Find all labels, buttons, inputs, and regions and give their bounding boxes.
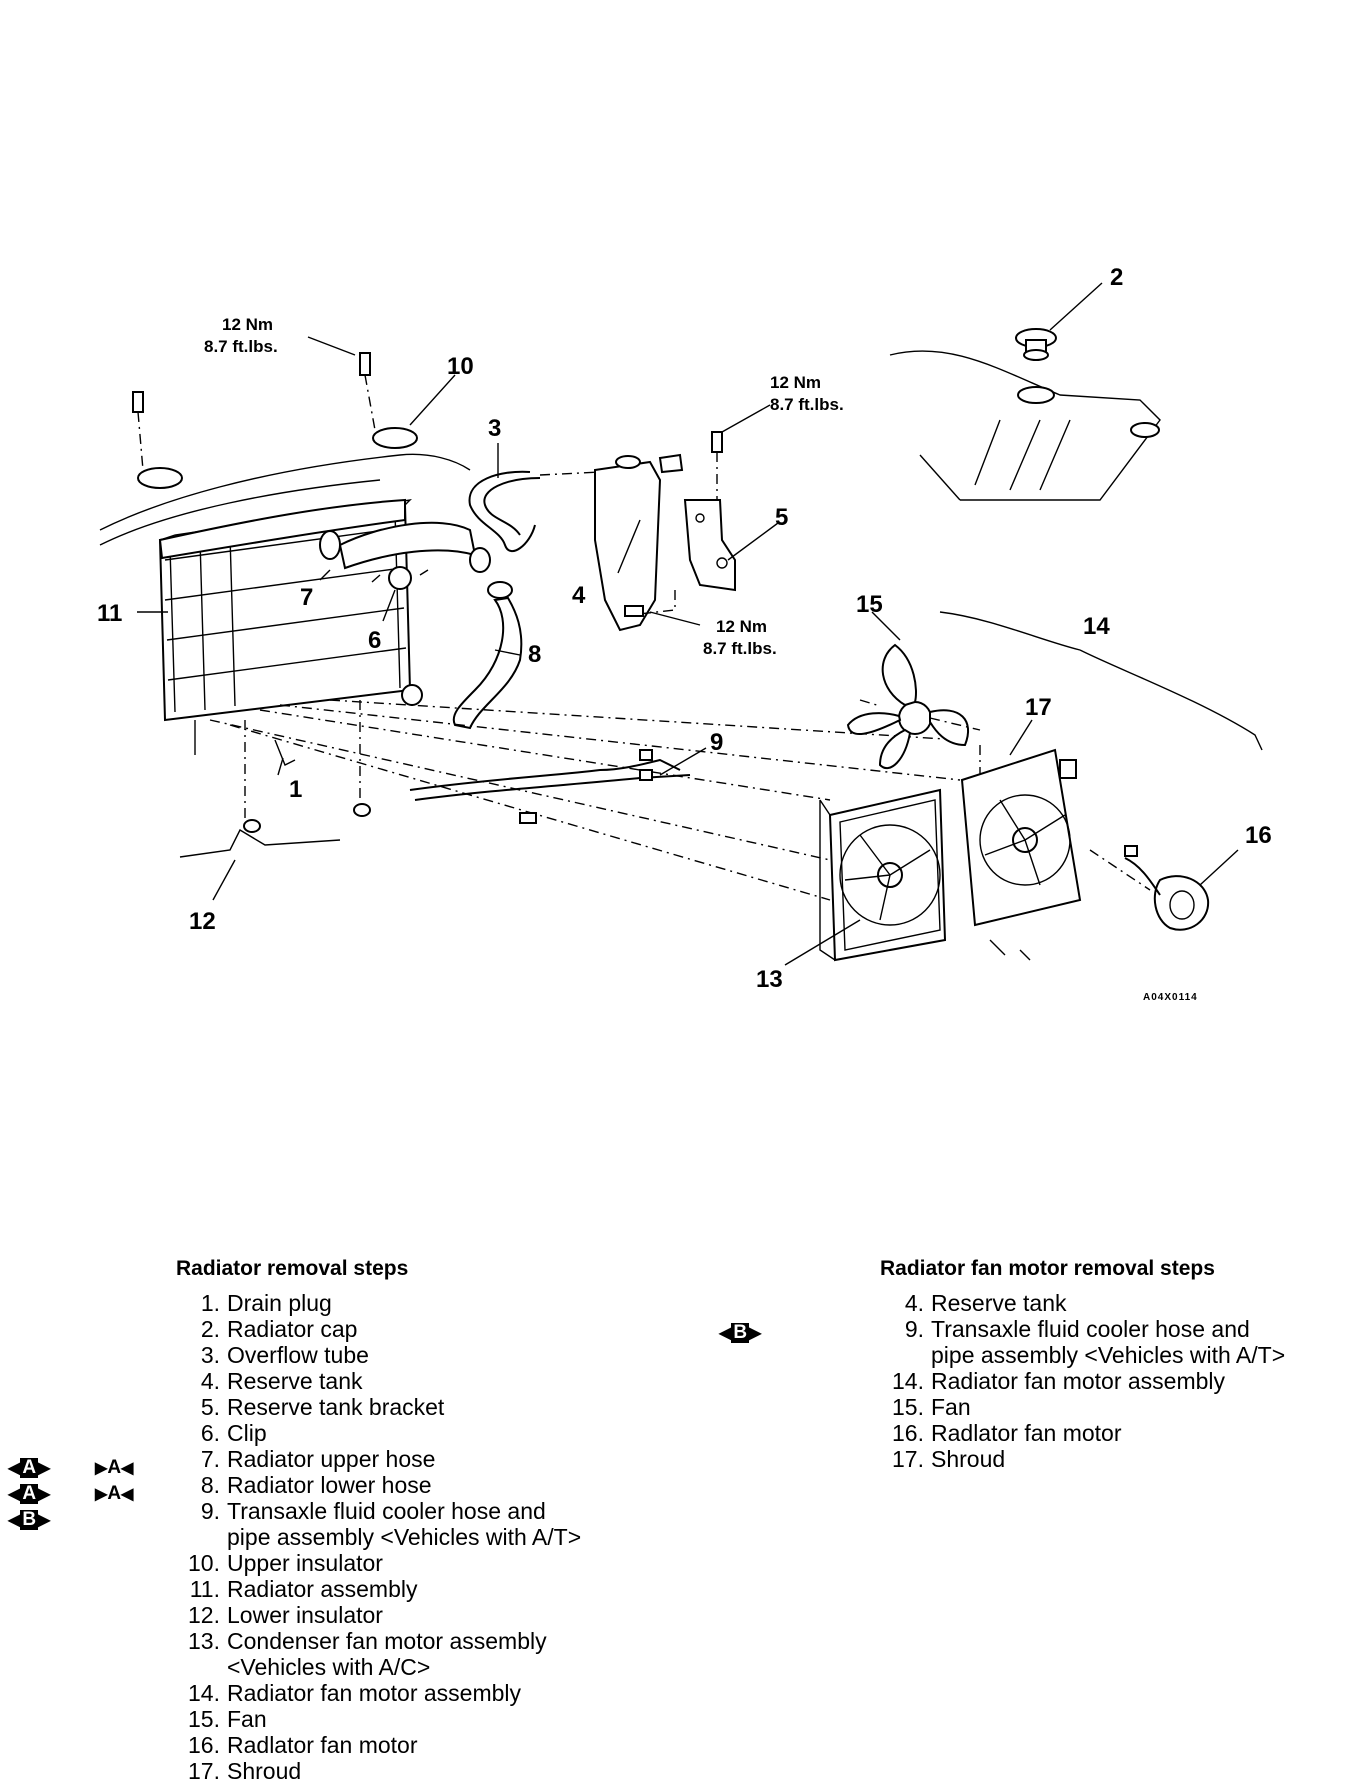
radiator-lower-hose xyxy=(452,581,523,730)
list-item-continuation: pipe assembly <Vehicles with A/T> xyxy=(227,1524,582,1550)
reserve-tank xyxy=(594,453,684,632)
mark-letter: A xyxy=(107,1483,122,1504)
list-item: 16.Radlator fan motor xyxy=(188,1732,418,1758)
mark-letter: A xyxy=(107,1457,122,1478)
list-item: 13.Condenser fan motor assembly xyxy=(188,1628,547,1654)
upper-insulators xyxy=(137,427,418,489)
torque-3-ftlbs: 8.7 ft.lbs. xyxy=(703,639,777,658)
callout-13: 13 xyxy=(756,966,783,993)
list-item: 5.Reserve tank bracket xyxy=(200,1394,445,1420)
torque-specs: 12 Nm 8.7 ft.lbs. 12 Nm 8.7 ft.lbs. 12 N… xyxy=(204,315,844,658)
callout-4: 4 xyxy=(572,582,586,609)
list-item-continuation: <Vehicles with A/C> xyxy=(227,1654,431,1680)
reserve-tank-bracket xyxy=(624,499,736,617)
torque-2-nm: 12 Nm xyxy=(770,373,821,392)
list-item: 16.Radlator fan motor xyxy=(892,1420,1122,1446)
drain-plug xyxy=(244,700,361,820)
fan-steps-list: 4.Reserve tank 9.Transaxle fluid cooler … xyxy=(880,1290,1285,1472)
radiator-exploded-diagram: 1 2 3 4 5 6 7 8 9 10 11 12 13 14 15 16 1… xyxy=(97,264,1272,1003)
mark-letter: A xyxy=(20,1483,39,1504)
callout-15: 15 xyxy=(856,591,883,618)
overflow-tube xyxy=(468,469,641,553)
callout-5: 5 xyxy=(775,504,788,531)
list-item: 1.Drain plug xyxy=(200,1290,332,1316)
cap-seat xyxy=(1017,386,1160,438)
fan xyxy=(846,643,981,770)
radiator-steps-title: Radiator removal steps xyxy=(176,1257,409,1280)
callout-8: 8 xyxy=(528,641,541,668)
callout-7: 7 xyxy=(300,584,313,611)
callout-2: 2 xyxy=(1110,264,1123,291)
callout-3: 3 xyxy=(488,415,501,442)
condenser-fan-assembly xyxy=(819,788,947,962)
list-item: 8.Radiator lower hose xyxy=(200,1472,432,1498)
list-item: 14.Radiator fan motor assembly xyxy=(892,1368,1226,1394)
lower-insulator xyxy=(179,803,371,858)
callout-6: 6 xyxy=(368,627,381,654)
list-item: 15.Fan xyxy=(892,1394,971,1420)
callout-labels: 1 2 3 4 5 6 7 8 9 10 11 12 13 14 15 16 1… xyxy=(97,264,1272,993)
list-item: 12.Lower insulator xyxy=(188,1602,383,1628)
list-item: 3.Overflow tube xyxy=(200,1342,369,1368)
fan-motor-removal-steps: Radiator fan motor removal steps 4.Reser… xyxy=(880,1256,1285,1472)
torque-1-ftlbs: 8.7 ft.lbs. xyxy=(204,337,278,356)
list-item: 4.Reserve tank xyxy=(200,1368,363,1394)
list-item: 14.Radiator fan motor assembly xyxy=(188,1680,522,1706)
callout-12: 12 xyxy=(189,908,216,935)
upper-bolts xyxy=(132,352,723,500)
figure-id: A04X0114 xyxy=(1143,992,1198,1003)
assembly-14-bracket xyxy=(939,611,1263,751)
list-item: 17.Shroud xyxy=(892,1446,1006,1472)
callout-1: 1 xyxy=(289,776,302,803)
fan-steps-title: Radiator fan motor removal steps xyxy=(880,1257,1215,1280)
mark-letter: A xyxy=(20,1457,39,1478)
removal-mark-B-fan-row9: ◀B▶ xyxy=(719,1322,762,1343)
list-item: 15.Fan xyxy=(188,1706,267,1732)
removal-mark-B-row9: ◀B▶ xyxy=(8,1509,51,1530)
list-item: 4.Reserve tank xyxy=(904,1290,1067,1316)
list-item-continuation: pipe assembly <Vehicles with A/T> xyxy=(931,1342,1286,1368)
shroud xyxy=(960,748,1082,927)
radiator-fan-motor xyxy=(989,845,1210,961)
install-mark-A-row7: ▶A◀ xyxy=(95,1457,134,1478)
callout-11: 11 xyxy=(97,600,122,627)
removal-mark-A-row8: ◀A▶ xyxy=(8,1483,51,1504)
callout-9: 9 xyxy=(710,729,723,756)
list-item: 11.Radiator assembly xyxy=(189,1576,418,1602)
list-item: 10.Upper insulator xyxy=(188,1550,383,1576)
torque-1-nm: 12 Nm xyxy=(222,315,273,334)
callout-16: 16 xyxy=(1245,822,1272,849)
list-item: 2.Radiator cap xyxy=(200,1316,358,1342)
torque-3-nm: 12 Nm xyxy=(716,617,767,636)
leader-lines xyxy=(137,282,1239,966)
callout-10: 10 xyxy=(447,353,474,380)
callout-17: 17 xyxy=(1025,694,1052,721)
list-item: 9.Transaxle fluid cooler hose and xyxy=(200,1498,546,1524)
callout-14: 14 xyxy=(1083,613,1110,640)
list-item: 17.Shroud xyxy=(188,1758,302,1784)
transaxle-cooler-hose xyxy=(409,749,691,824)
radiator-cap xyxy=(1015,328,1057,361)
vehicle-body-outline xyxy=(99,350,1161,546)
removal-mark-A-row7: ◀A▶ xyxy=(8,1457,51,1478)
list-item: 7.Radiator upper hose xyxy=(200,1446,436,1472)
mark-letter: B xyxy=(731,1322,750,1343)
radiator-upper-hose xyxy=(319,521,491,573)
list-item: 6.Clip xyxy=(200,1420,267,1446)
list-item: 9.Transaxle fluid cooler hose and xyxy=(904,1316,1250,1342)
radiator-removal-steps: Radiator removal steps 1.Drain plug 2.Ra… xyxy=(176,1256,581,1784)
install-mark-A-row8: ▶A◀ xyxy=(95,1483,134,1504)
torque-2-ftlbs: 8.7 ft.lbs. xyxy=(770,395,844,414)
radiator-steps-list: 1.Drain plug 2.Radiator cap 3.Overflow t… xyxy=(176,1290,581,1784)
mark-letter: B xyxy=(20,1509,39,1530)
